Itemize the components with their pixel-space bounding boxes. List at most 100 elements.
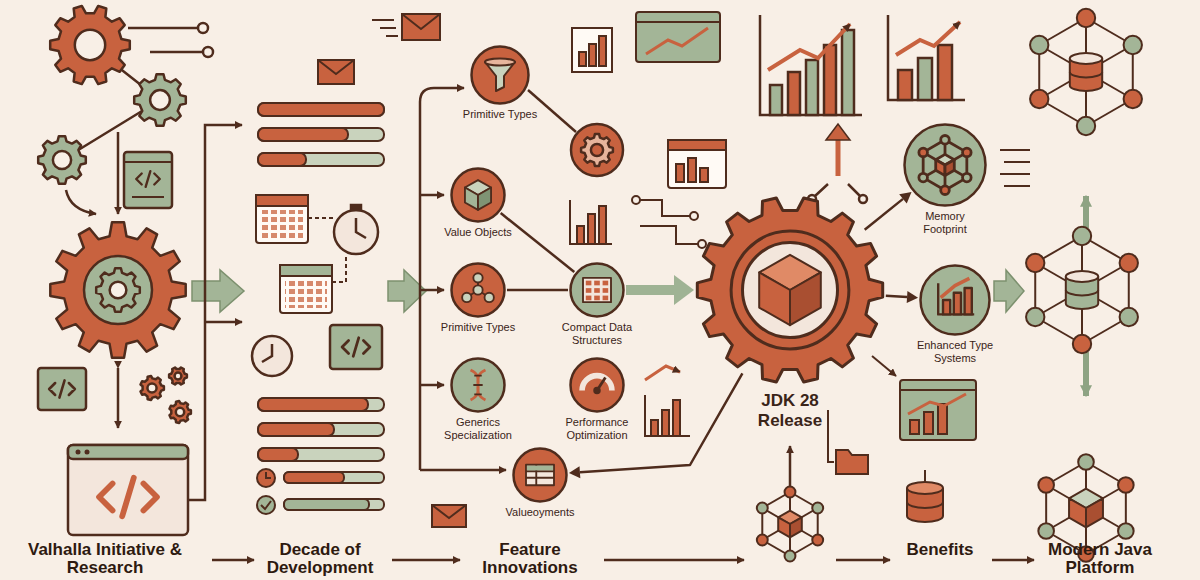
drawn-shape [770, 85, 782, 115]
drawn-shape [594, 388, 600, 394]
cube-icon [1069, 489, 1103, 528]
drawn-shape [603, 296, 609, 301]
drawn-shape [676, 164, 684, 182]
drawn-stroke [1070, 72, 1102, 77]
database [907, 470, 943, 522]
drawn-stroke [526, 465, 554, 486]
drawn-shape [826, 124, 850, 140]
drawn-shape [579, 52, 586, 66]
code-box [38, 368, 86, 410]
drawn-shape [938, 278, 974, 314]
circle-shape [919, 264, 991, 336]
drawn-stroke [836, 450, 868, 474]
network-icon [1030, 9, 1142, 135]
drawn-shape [485, 59, 515, 92]
drawn-shape [1086, 498, 1103, 527]
database-icon [1070, 53, 1102, 91]
up-arrow [808, 124, 867, 203]
node-label: Primitive Types [458, 108, 542, 121]
flow-arrow [192, 270, 244, 312]
chart-window [668, 140, 726, 188]
drawn-stroke [124, 161, 172, 163]
drawn-stroke [128, 28, 203, 52]
node-label: Performance Optimization [555, 416, 639, 441]
mini-chart [572, 28, 612, 72]
drawn-stroke [66, 190, 96, 214]
circle-shape [512, 447, 568, 503]
drawn-shape [571, 264, 624, 317]
drawn-shape [76, 450, 81, 455]
drawn-shape [636, 12, 720, 62]
drawn-shape [900, 380, 976, 440]
drawn-stroke [992, 559, 1034, 562]
drawn-shape [938, 45, 952, 100]
drawn-shape [68, 445, 188, 459]
drawn-shape [963, 148, 972, 157]
feature-circle: Valueoyments [495, 447, 585, 519]
drawn-shape [53, 151, 71, 169]
drawn-shape [257, 496, 275, 514]
drawn-shape [203, 47, 213, 57]
drawn-shape [1030, 90, 1048, 108]
drawn-shape [571, 359, 624, 412]
cube-icon [778, 511, 802, 538]
drawn-shape [757, 535, 768, 546]
drawn-shape [921, 266, 990, 335]
drawn-shape [471, 370, 486, 400]
drawn-shape [583, 278, 611, 302]
drawn-shape [452, 264, 505, 317]
drawn-shape [258, 103, 384, 116]
drawn-shape [731, 231, 849, 349]
drawn-shape [147, 383, 156, 392]
drawn-shape [589, 44, 596, 66]
code-box [330, 325, 382, 369]
drawn-shape [919, 173, 928, 182]
gear-icon [50, 6, 130, 84]
cube-icon [759, 255, 821, 325]
drawn-stroke [697, 198, 882, 382]
network-icon [919, 136, 971, 195]
feature-bracket [420, 88, 576, 470]
drawn-stroke [212, 559, 254, 562]
drawn-shape [651, 420, 658, 436]
drawn-stroke [768, 24, 850, 70]
drawn-shape [334, 210, 378, 254]
drawn-stroke [1083, 352, 1089, 396]
drawn-shape [603, 288, 609, 293]
drawn-shape [910, 420, 919, 434]
database-icon [1066, 271, 1098, 309]
drawn-shape [603, 281, 609, 286]
drawn-shape [402, 14, 440, 40]
drawn-shape [284, 499, 384, 510]
drawn-stroke [888, 15, 965, 100]
drawn-shape [258, 128, 384, 141]
drawn-stroke [96, 268, 140, 312]
drawn-shape [842, 30, 854, 115]
drawn-shape [280, 265, 332, 276]
drawn-stroke [169, 368, 187, 385]
drawn-stroke [924, 470, 926, 482]
drawn-shape [99, 478, 157, 517]
release-gear: JDK 28 Release [695, 195, 885, 430]
code-window [124, 152, 172, 208]
drawn-stroke [188, 125, 242, 500]
drawn-shape [938, 404, 947, 434]
drawn-shape [662, 410, 669, 436]
drawn-stroke [432, 505, 466, 518]
drawn-shape [591, 144, 603, 156]
node-label: Primitive Types [436, 321, 520, 334]
drawn-shape [175, 373, 182, 380]
drawn-stroke [420, 384, 444, 387]
drawn-stroke [645, 395, 690, 436]
feature-circle: Primitive Types [436, 262, 520, 334]
drawn-shape [594, 296, 600, 301]
gear-icon [169, 368, 187, 385]
chart-window [872, 356, 976, 440]
drawn-shape [785, 487, 796, 498]
dash-lines [1000, 150, 1030, 186]
drawn-shape [432, 505, 466, 527]
drawn-shape [941, 186, 950, 195]
drawn-shape [668, 140, 726, 188]
drawn-stroke [372, 20, 398, 36]
node-label: Enhanced Type Systems [910, 339, 1000, 364]
